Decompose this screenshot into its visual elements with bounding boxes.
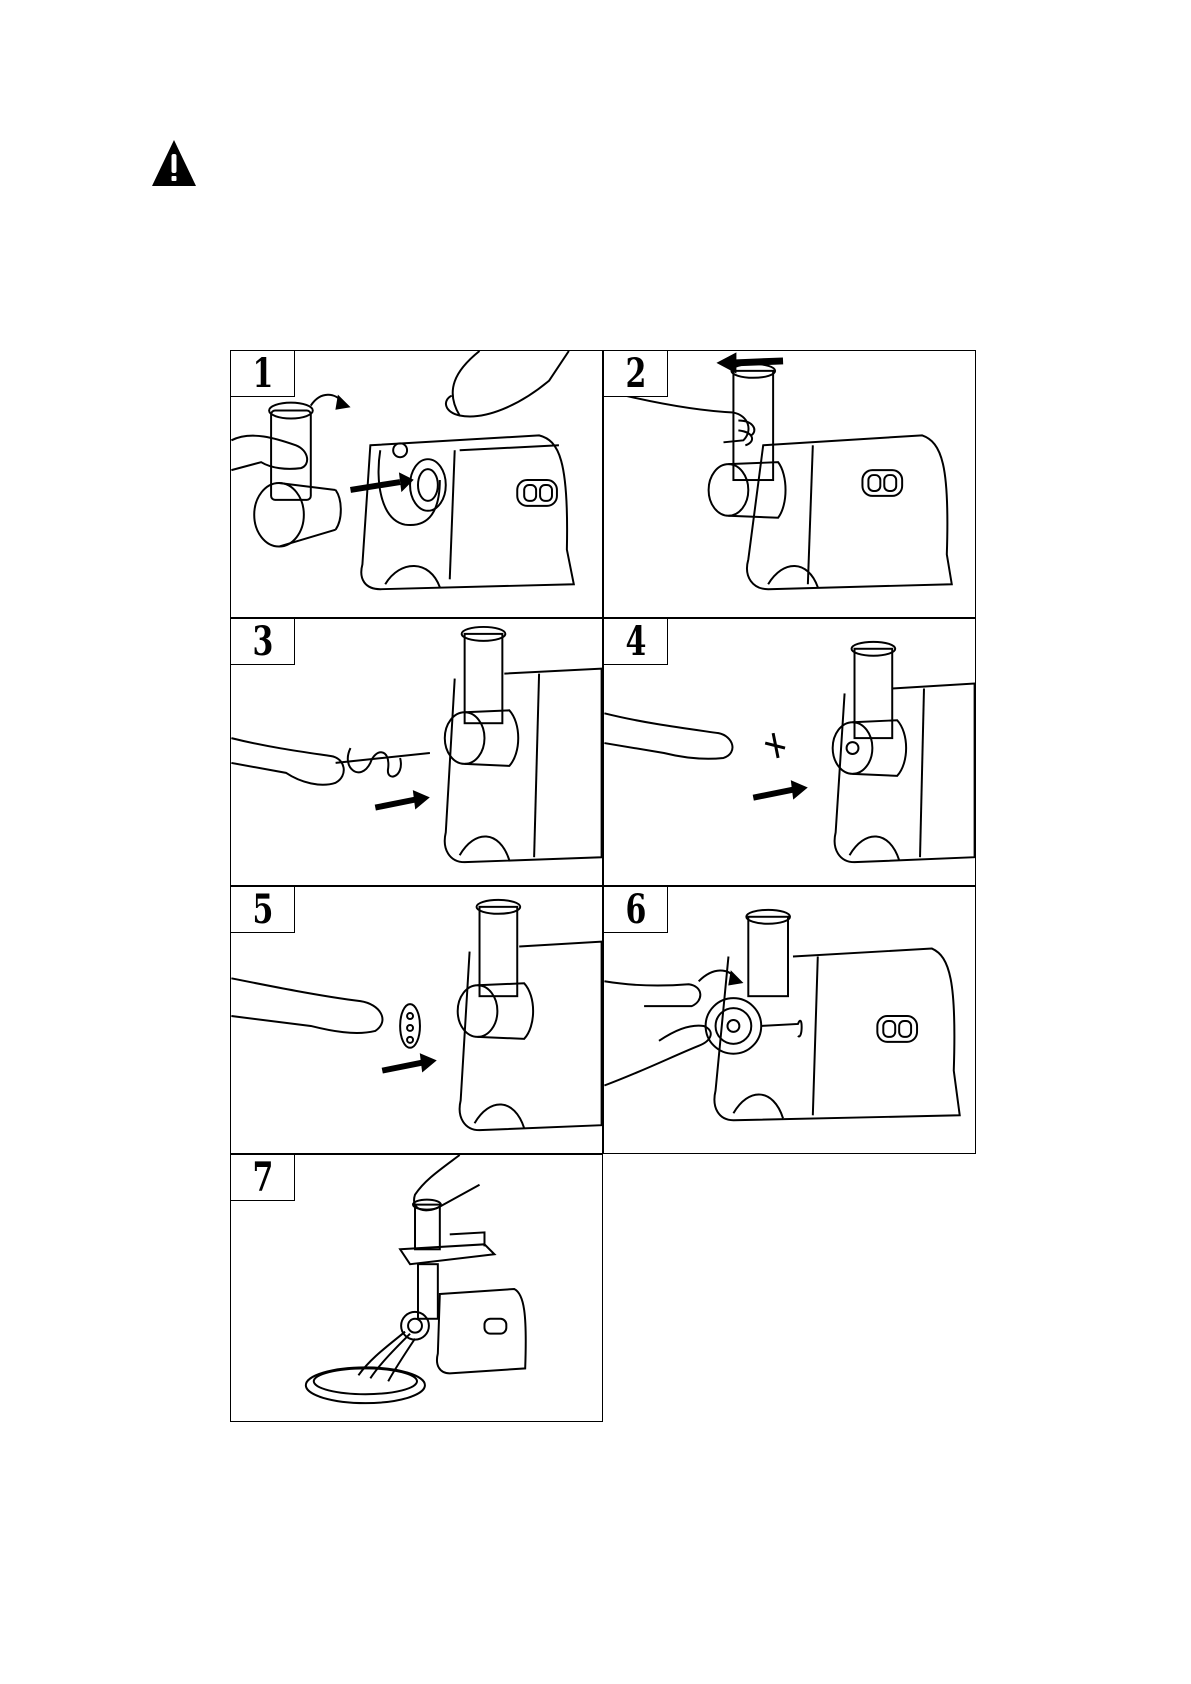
step-panel-3: 3 [230, 618, 603, 886]
assembly-steps-grid: 1 2 [230, 350, 976, 1422]
step-number-2: 2 [604, 351, 668, 397]
step-number-text: 3 [252, 618, 273, 665]
step-panel-7: 7 [230, 1154, 603, 1422]
step-number-text: 2 [625, 350, 646, 397]
step-number-5: 5 [231, 887, 295, 933]
step-panel-1: 1 [230, 350, 603, 618]
step-panel-4: 4 [603, 618, 976, 886]
step-number-text: 1 [252, 350, 273, 397]
step-number-text: 6 [625, 886, 646, 933]
step-number-4: 4 [604, 619, 668, 665]
step-number-text: 4 [625, 618, 646, 665]
step-number-text: 7 [252, 1154, 273, 1201]
step-number-3: 3 [231, 619, 295, 665]
step-panel-6: 6 [603, 886, 976, 1154]
warning-triangle-icon [150, 138, 198, 190]
step-number-7: 7 [231, 1155, 295, 1201]
step-number-text: 5 [252, 886, 273, 933]
step-number-1: 1 [231, 351, 295, 397]
step-panel-2: 2 [603, 350, 976, 618]
step-number-6: 6 [604, 887, 668, 933]
step-panel-5: 5 [230, 886, 603, 1154]
